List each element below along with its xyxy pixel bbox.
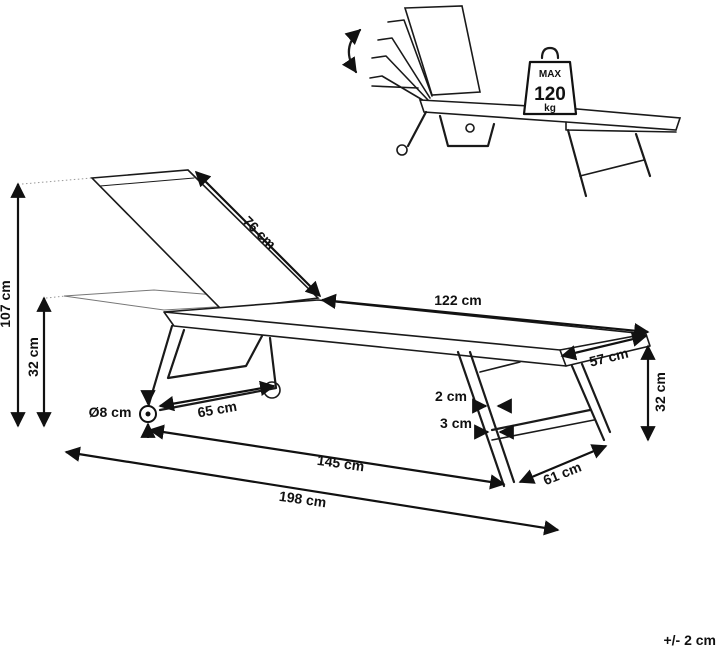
recline-arrow-icon — [341, 28, 362, 74]
inset-wheel — [396, 144, 408, 156]
wheel-hub — [145, 411, 151, 417]
backrest-position-4 — [371, 55, 429, 101]
label-107: 107 cm — [0, 280, 13, 327]
label-145: 145 cm — [316, 452, 365, 474]
dim-122-line — [320, 293, 650, 339]
rear-leg-left-inner — [468, 350, 516, 484]
height-reference-top — [21, 177, 93, 185]
label-32-left: 32 cm — [25, 337, 41, 377]
support-frame — [166, 328, 264, 380]
label-65: 65 cm — [196, 398, 238, 421]
dim-65-line — [158, 380, 276, 412]
backrest-position-1 — [403, 5, 481, 96]
inset-rear-leg-1 — [566, 128, 588, 198]
rear-leg-right-inner — [580, 362, 612, 434]
height-reference-seat — [45, 295, 67, 299]
dim-198-line — [64, 446, 560, 536]
inset-recline-illustration — [341, 5, 682, 198]
inset-support — [438, 114, 496, 148]
label-122: 122 cm — [434, 292, 481, 308]
leg-brace — [479, 361, 521, 373]
backrest-position-2 — [387, 19, 433, 97]
tolerance-note: +/- 2 cm — [663, 632, 716, 648]
label-2: 2 cm — [435, 388, 467, 404]
max-value: 120 — [534, 84, 566, 105]
leg-crossbar — [490, 408, 592, 432]
main-lounger-drawing — [21, 169, 651, 488]
inset-rear-leg-2 — [634, 132, 652, 178]
inset-seat-edge — [565, 121, 677, 133]
label-3: 3 cm — [440, 415, 472, 431]
backrest-position-3 — [377, 37, 431, 99]
inset-pivot — [465, 123, 475, 133]
label-61: 61 cm — [541, 459, 584, 489]
max-unit: kg — [544, 103, 556, 114]
max-load-weight-icon: MAX 120 kg — [522, 46, 578, 116]
label-wheel: Ø8 cm — [89, 404, 132, 420]
dim-57-line — [560, 331, 648, 361]
label-32-right: 32 cm — [652, 372, 668, 412]
dim-76-line — [194, 170, 322, 298]
label-198: 198 cm — [278, 488, 327, 510]
backrest-flat — [371, 85, 419, 89]
dimension-lines — [10, 170, 656, 536]
backrest-position-5 — [369, 75, 427, 103]
inset-front-leg — [406, 110, 428, 148]
max-label: MAX — [539, 69, 562, 80]
rear-leg-right — [570, 364, 606, 442]
inset-leg-bar — [579, 159, 645, 177]
backrest-top-bar — [99, 177, 195, 187]
backrest-raised — [90, 169, 320, 311]
front-leg — [144, 324, 174, 416]
leg-crossbar-lower — [491, 419, 595, 441]
